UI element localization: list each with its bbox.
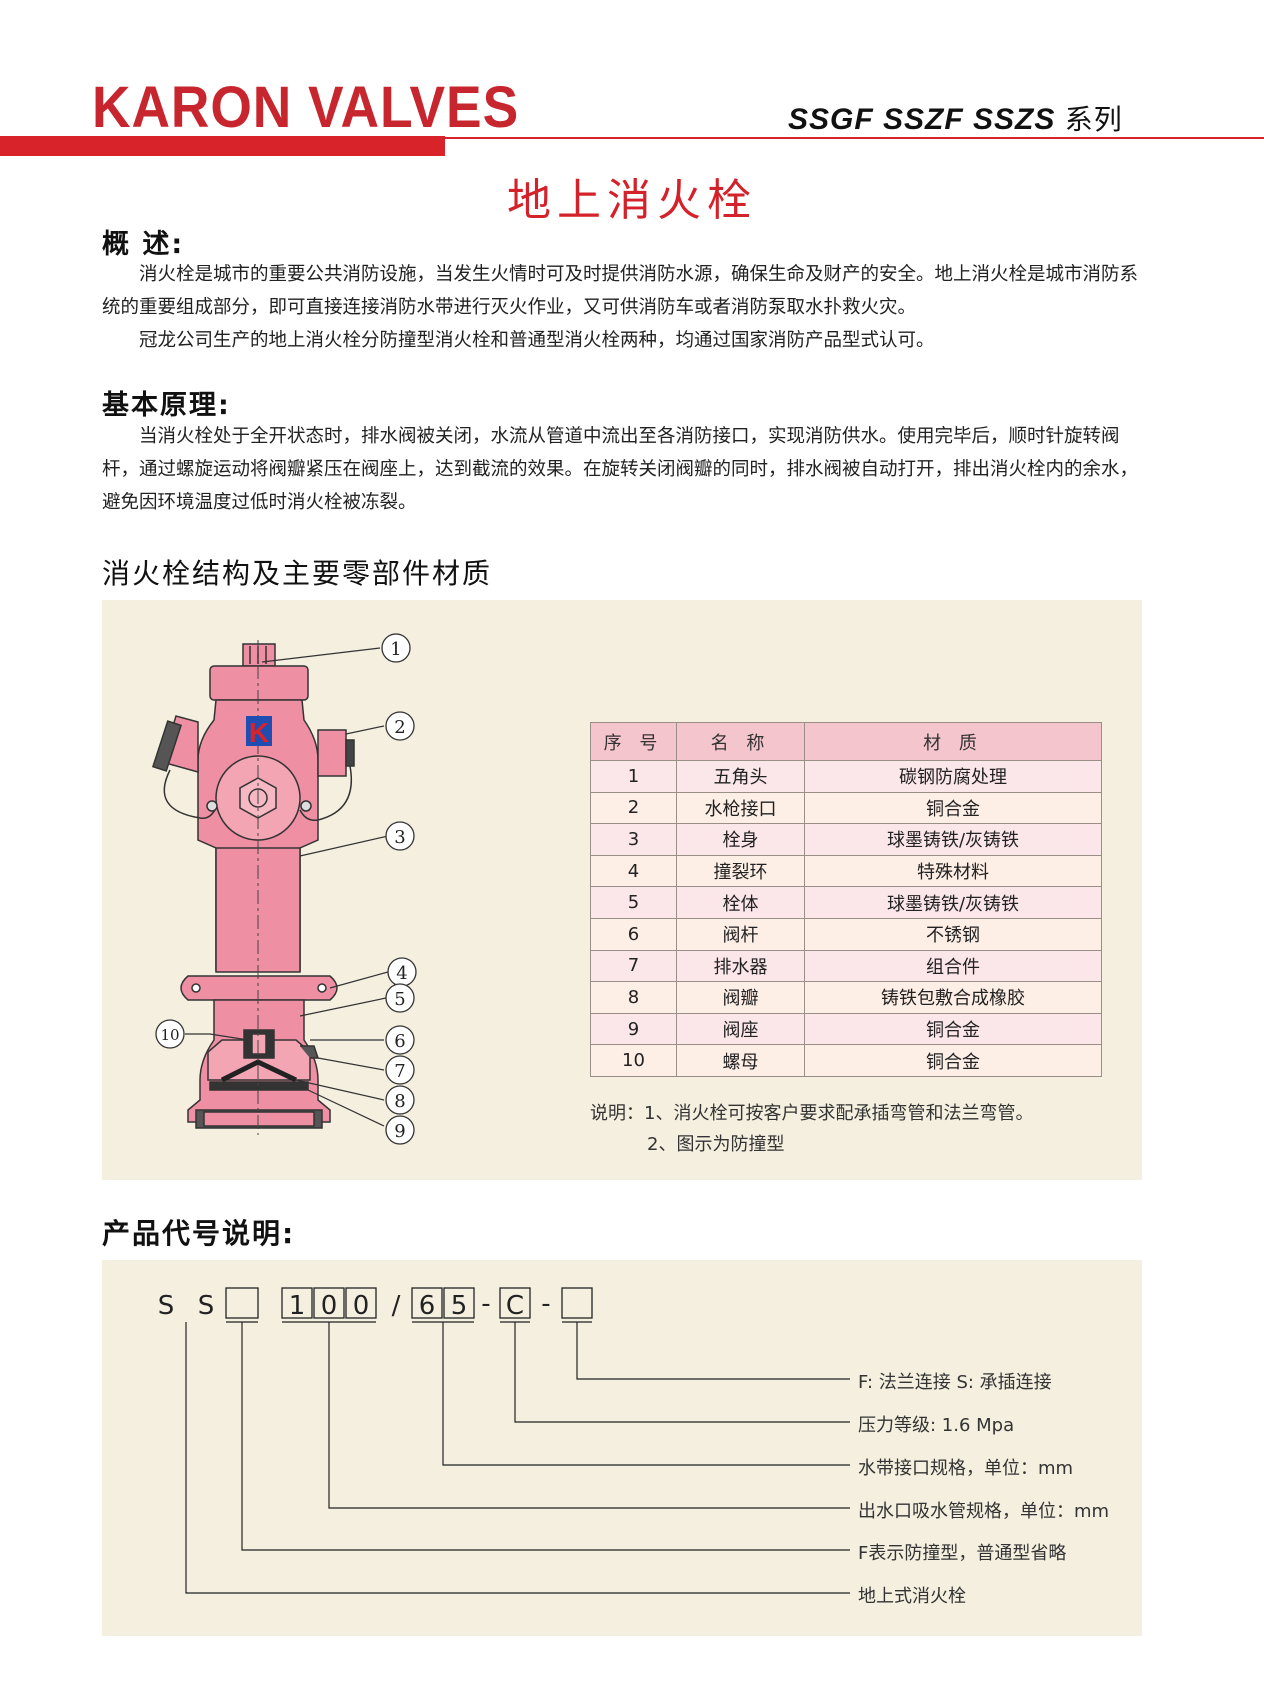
cell: 螺母 <box>676 1044 805 1077</box>
overview-paragraph-2: 冠龙公司生产的地上消火栓分防撞型消火栓和普通型消火栓两种，均通过国家消防产品型式… <box>139 330 935 351</box>
structure-heading: 消火栓结构及主要零部件材质 <box>102 557 493 590</box>
product-code-panel <box>102 1260 1142 1636</box>
series-codes: SSGF SSZF SSZS <box>788 103 1056 136</box>
code-char-c: C <box>506 1291 524 1321</box>
code-char-5: 5 <box>451 1291 468 1321</box>
callout-5: 5 <box>385 983 415 1013</box>
cell: 水枪接口 <box>676 791 805 825</box>
header-red-bar <box>0 136 445 156</box>
code-label-connection: F: 法兰连接 S: 承插连接 <box>858 1372 1052 1393</box>
code-label-outlet: 出水口吸水管规格，单位：mm <box>858 1501 1110 1522</box>
cell: 碳钢防腐处理 <box>804 760 1102 793</box>
callout-10: 10 <box>155 1019 185 1049</box>
code-label-type: F表示防撞型，普通型省略 <box>858 1543 1067 1564</box>
svg-text:2: 2 <box>394 717 405 738</box>
cell: 2 <box>590 791 677 825</box>
code-char-s1: S <box>158 1291 175 1321</box>
cell: 6 <box>590 917 677 951</box>
overview-paragraph-1: 消火栓是城市的重要公共消防设施，当发生火情时可及时提供消防水源，确保生命及财产的… <box>102 264 1139 318</box>
cell: 排水器 <box>676 949 805 983</box>
table-notes: 说明：1、消火栓可按客户要求配承插弯管和法兰弯管。 2、图示为防撞型 <box>590 1098 1033 1160</box>
callout-3: 3 <box>385 821 415 851</box>
cell: 球墨铸铁/灰铸铁 <box>804 886 1102 919</box>
cell: 不锈钢 <box>804 917 1102 951</box>
cell: 1 <box>590 760 677 793</box>
svg-text:10: 10 <box>160 1026 179 1044</box>
cell: 铸铁包敷合成橡胶 <box>804 981 1102 1014</box>
cell: 铜合金 <box>804 1044 1102 1077</box>
code-char-0b: 0 <box>353 1291 370 1321</box>
principle-text: 当消火栓处于全开状态时，排水阀被关闭，水流从管道中流出至各消防接口，实现消防供水… <box>102 420 1144 519</box>
right-outlet <box>317 729 347 777</box>
svg-text:5: 5 <box>394 989 405 1010</box>
code-char-6: 6 <box>419 1291 436 1321</box>
code-box-f <box>225 1287 259 1319</box>
cell: 栓体 <box>676 886 805 919</box>
svg-text:4: 4 <box>396 963 407 984</box>
note-2: 2、图示为防撞型 <box>647 1134 785 1155</box>
code-label-pressure: 压力等级: 1.6 Mpa <box>858 1415 1015 1436</box>
code-char-1: 1 <box>289 1291 306 1321</box>
svg-text:7: 7 <box>394 1061 405 1082</box>
cell: 阀杆 <box>676 917 805 951</box>
callout-8: 8 <box>385 1085 415 1115</box>
callout-7: 7 <box>385 1055 415 1085</box>
note-1: 说明：1、消火栓可按客户要求配承插弯管和法兰弯管。 <box>590 1103 1034 1124</box>
overview-heading: 概 述: <box>102 229 185 260</box>
cell: 3 <box>590 823 677 856</box>
cell: 栓身 <box>676 823 805 856</box>
cell: 组合件 <box>804 949 1102 983</box>
svg-text:3: 3 <box>394 827 405 848</box>
cell: 特殊材料 <box>804 854 1102 888</box>
callout-9: 9 <box>385 1115 415 1145</box>
break-ring <box>180 975 338 1001</box>
code-char-dash1: - <box>481 1289 490 1319</box>
cell: 撞裂环 <box>676 854 805 888</box>
brand-logo: KARON VALVES <box>92 75 520 140</box>
series-suffix: 系列 <box>1064 103 1123 136</box>
header-name: 名 称 <box>676 722 805 761</box>
code-char-dash2: - <box>541 1289 550 1319</box>
table-header-row: 序 号 名 称 材 质 <box>590 722 1102 761</box>
principle-paragraph-1: 当消火栓处于全开状态时，排水阀被关闭，水流从管道中流出至各消防接口，实现消防供水… <box>102 426 1139 513</box>
cell: 4 <box>590 854 677 888</box>
header-material: 材 质 <box>804 722 1102 761</box>
overview-text: 消火栓是城市的重要公共消防设施，当发生火情时可及时提供消防水源，确保生命及财产的… <box>102 258 1144 357</box>
svg-text:1: 1 <box>390 639 401 660</box>
callout-2: 2 <box>385 711 415 741</box>
code-label-product: 地上式消火栓 <box>858 1586 966 1607</box>
code-char-slash: / <box>392 1291 401 1321</box>
cell: 5 <box>590 886 677 919</box>
k-logo-icon: K <box>246 716 272 748</box>
code-label-hose: 水带接口规格，单位：mm <box>858 1458 1074 1479</box>
header-no: 序 号 <box>590 722 677 761</box>
callout-6: 6 <box>385 1025 415 1055</box>
series-label: SSGF SSZF SSZS 系列 <box>788 98 1123 138</box>
callout-1: 1 <box>381 633 411 663</box>
code-char-0a: 0 <box>321 1291 338 1321</box>
principle-heading: 基本原理: <box>102 390 231 421</box>
product-code-heading: 产品代号说明: <box>102 1217 296 1250</box>
cell: 9 <box>590 1012 677 1046</box>
logo-letter: K <box>249 717 269 748</box>
svg-text:9: 9 <box>394 1121 405 1142</box>
cell: 8 <box>590 981 677 1014</box>
cell: 阀瓣 <box>676 981 805 1014</box>
svg-text:6: 6 <box>394 1031 405 1052</box>
header-rule <box>445 137 1264 139</box>
svg-text:8: 8 <box>394 1091 405 1112</box>
code-char-s2: S <box>198 1291 215 1321</box>
page-title: 地上消火栓 <box>507 175 757 226</box>
code-box-connection <box>561 1287 593 1319</box>
